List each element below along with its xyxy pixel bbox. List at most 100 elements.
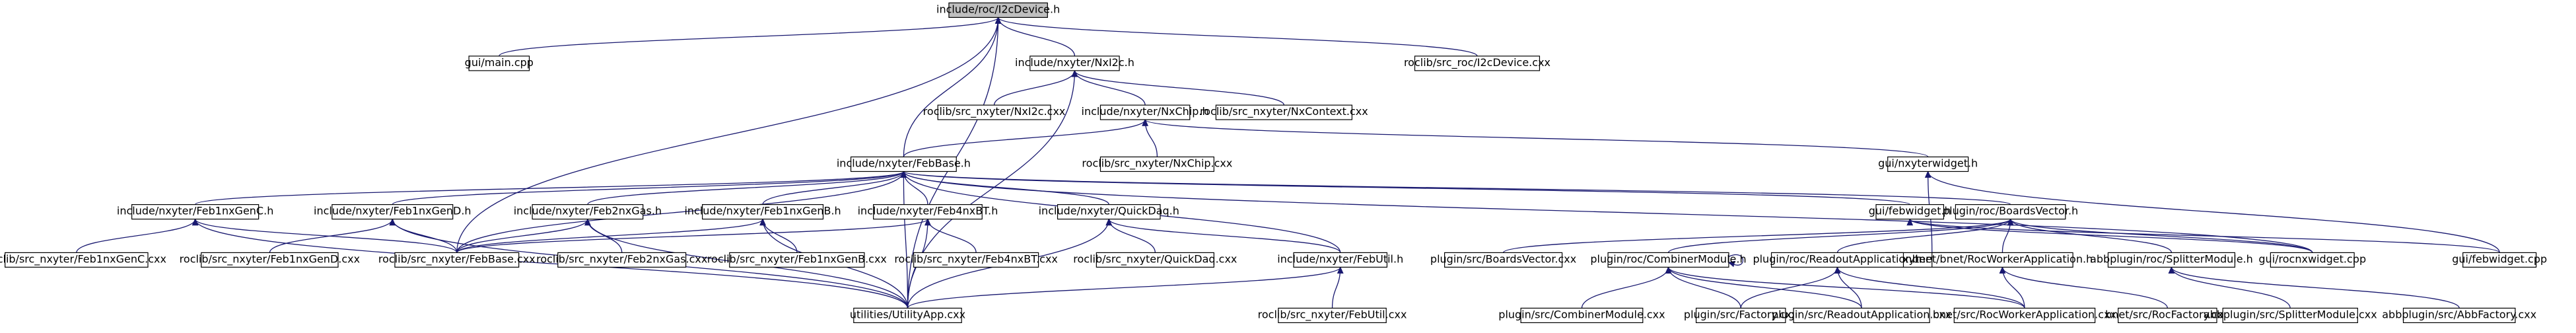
- node-nxwidget[interactable]: gui/nxyterwidget.h: [1878, 156, 1978, 172]
- node-label: include/nxyter/Feb2nxGas.h: [514, 205, 662, 217]
- node-febbase[interactable]: include/nxyter/FebBase.h: [837, 156, 971, 172]
- node-srcnxctx[interactable]: roclib/src_nxyter/NxContext.cxx: [1200, 104, 1368, 120]
- node-box: [1215, 104, 1353, 120]
- edge-febwidget-to-febwcpp: [1906, 218, 2500, 253]
- node-readout[interactable]: plugin/roc/ReadoutApplication.h: [1753, 252, 1922, 268]
- node-box: [1520, 307, 1644, 323]
- node-label: utilities/UtilityApp.cxx: [850, 308, 965, 320]
- node-box: [948, 2, 1048, 18]
- node-srccombiner[interactable]: plugin/src/CombinerModule.cxx: [1498, 307, 1665, 323]
- node-srcfeb4t[interactable]: roclib/src_nxyter/Feb4nxBT.cxx: [894, 252, 1058, 268]
- node-box: [394, 252, 520, 268]
- node-label: include/nxyter/QuickDaq.h: [1039, 205, 1179, 217]
- edge-i2c-to-srci2c: [994, 17, 1478, 57]
- node-feb2gas[interactable]: include/nxyter/Feb2nxGas.h: [514, 204, 662, 220]
- node-box: [913, 252, 1039, 268]
- node-srcfebutil[interactable]: roclib/src_nxyter/FebUtil.cxx: [1258, 307, 1407, 323]
- node-box: [850, 156, 957, 172]
- edge-quickdaq-to-febutil: [1105, 218, 1341, 253]
- edge-i2c-to-guimain: [499, 17, 1002, 57]
- node-srcboards[interactable]: plugin/src/BoardsVector.cxx: [1430, 252, 1576, 268]
- node-box: [1953, 307, 2096, 323]
- node-factory[interactable]: plugin/src/Factory.cxx: [1684, 307, 1798, 323]
- edge-rocworker-to-rocfactory: [1999, 266, 2168, 309]
- node-boards[interactable]: plugin/roc/BoardsVector.h: [1943, 204, 2078, 220]
- node-rocworker[interactable]: bnet/bnet/RocWorkerApplication.h: [1912, 252, 2093, 268]
- node-nxi2c[interactable]: include/nxyter/NxI2c.h: [1015, 56, 1134, 71]
- node-splitter[interactable]: abbplugin/roc/SplitterModule.h: [2090, 252, 2253, 268]
- node-rocfactory[interactable]: bnet/src/RocFactory.cxx: [2105, 307, 2230, 323]
- node-srcrocworker[interactable]: bnet/src/RocWorkerApplication.cxx: [1933, 307, 2116, 323]
- node-srcqd[interactable]: roclib/src_nxyter/QuickDaq.cxx: [1073, 252, 1237, 268]
- node-srcfebbase[interactable]: roclib/src_nxyter/FebBase.cxx: [378, 252, 536, 268]
- node-srcsplitter[interactable]: abbplugin/src/SplitterModule.cxx: [2204, 307, 2377, 323]
- node-box: [1099, 104, 1191, 120]
- edge-combiner-to-srccombiner: [1581, 266, 1672, 309]
- node-srcreadout[interactable]: plugin/src/ReadoutApplication.cxx: [1772, 307, 1951, 323]
- edge-febbase-to-boards: [900, 170, 2011, 205]
- node-box: [1278, 307, 1387, 323]
- node-srcnxi2c[interactable]: roclib/src_nxyter/NxI2c.cxx: [923, 104, 1066, 120]
- edge-feb1b-to-srcfebbase: [456, 218, 766, 253]
- node-label: include/nxyter/Feb1nxGenD.h: [314, 205, 471, 217]
- node-label: abbplugin/src/AbbFactory.cxx: [2382, 308, 2536, 320]
- node-label: bnet/bnet/RocWorkerApplication.h: [1912, 252, 2093, 265]
- node-srcfeb1b[interactable]: roclib/src_nxyter/Feb1nxGenB.cxx: [707, 252, 887, 268]
- node-box: [702, 204, 824, 220]
- node-feb1b[interactable]: include/nxyter/Feb1nxGenB.h: [684, 204, 841, 220]
- node-box: [468, 56, 530, 71]
- edge-feb1b-to-srcfeb1b: [759, 218, 798, 253]
- node-nxchip[interactable]: include/nxyter/NxChip.h: [1082, 104, 1209, 120]
- node-feb1c[interactable]: include/nxyter/Feb1nxGenC.h: [117, 204, 273, 220]
- node-box: [557, 252, 687, 268]
- edge-boards-to-combiner: [1667, 218, 2014, 253]
- node-srcnxchip[interactable]: roclib/src_nxyter/NxChip.cxx: [1082, 156, 1232, 172]
- node-label: plugin/roc/CombinerModule.h: [1590, 252, 1746, 265]
- edge-febwidget-to-rocnxw: [1906, 218, 2313, 253]
- node-label: roclib/src_nxyter/NxChip.cxx: [1082, 157, 1232, 170]
- node-label: roclib/src_nxyter/QuickDaq.cxx: [1073, 252, 1237, 266]
- edge-febbase-to-feb1d: [392, 170, 907, 205]
- node-box: [131, 204, 260, 220]
- node-combiner[interactable]: plugin/roc/CombinerModule.h: [1590, 252, 1747, 268]
- edge-nxchip-to-nxwidget: [1142, 118, 1929, 158]
- node-srcfeb2gas[interactable]: roclib/src_nxyter/Feb2nxGas.cxx: [536, 252, 707, 268]
- node-box: [1887, 156, 1969, 172]
- edge-splitter-to-srcsplitter: [2168, 266, 2291, 309]
- edge-feb4t-to-srcfebbase: [456, 218, 931, 253]
- node-box: [2270, 252, 2355, 268]
- node-srci2c[interactable]: roclib/src_roc/I2cDevice.cxx: [1404, 56, 1550, 71]
- node-febwidget[interactable]: gui/febwidget.h: [1869, 204, 1951, 220]
- node-srcfeb1d[interactable]: roclib/src_nxyter/Feb1nxGenD.cxx: [180, 252, 360, 268]
- node-febwcpp[interactable]: gui/febwidget.cpp: [2452, 252, 2547, 268]
- node-label: include/nxyter/FebUtil.h: [1277, 252, 1403, 265]
- node-label: roclib/src_nxyter/NxI2c.cxx: [923, 105, 1066, 118]
- node-rocnxw[interactable]: gui/rocnxwidget.cpp: [2258, 252, 2366, 268]
- node-febutil[interactable]: include/nxyter/FebUtil.h: [1277, 252, 1403, 268]
- node-srcfeb1c[interactable]: roclib/src_nxyter/Feb1nxGenC.cxx: [0, 252, 166, 268]
- node-feb1d[interactable]: include/nxyter/Feb1nxGenD.h: [314, 204, 471, 220]
- node-box: [1793, 307, 1930, 323]
- node-label: gui/febwidget.h: [1869, 205, 1951, 217]
- edge-nxi2c-to-srcnxctx: [1071, 69, 1285, 106]
- node-utility[interactable]: utilities/UtilityApp.cxx: [850, 307, 965, 323]
- node-box: [729, 252, 865, 268]
- node-guimain[interactable]: gui/main.cpp: [465, 56, 534, 71]
- node-box: [2402, 307, 2516, 323]
- node-i2c[interactable]: include/roc/I2cDevice.h: [936, 2, 1060, 18]
- node-box: [873, 204, 983, 220]
- edge-readout-to-srcrocworker: [1834, 266, 2025, 309]
- node-abbfactory[interactable]: abbplugin/src/AbbFactory.cxx: [2382, 307, 2536, 323]
- edge-combiner-to-combiner: [1727, 254, 1744, 268]
- node-label: roclib/src_nxyter/FebBase.cxx: [378, 252, 536, 266]
- node-label: plugin/src/BoardsVector.cxx: [1430, 252, 1576, 265]
- node-label: gui/febwidget.cpp: [2452, 252, 2547, 265]
- node-feb4t[interactable]: include/nxyter/Feb4nxBT.h: [858, 204, 998, 220]
- node-quickdaq[interactable]: include/nxyter/QuickDaq.h: [1039, 204, 1179, 220]
- edge-febbase-to-febwidget: [900, 170, 1910, 205]
- node-label: abbplugin/src/SplitterModule.cxx: [2204, 308, 2377, 320]
- node-box: [331, 204, 454, 220]
- node-label: roclib/src_nxyter/FebUtil.cxx: [1258, 308, 1407, 321]
- node-label: roclib/src_nxyter/Feb1nxGenD.cxx: [180, 252, 360, 266]
- node-label: roclib/src_nxyter/Feb4nxBT.cxx: [894, 252, 1058, 266]
